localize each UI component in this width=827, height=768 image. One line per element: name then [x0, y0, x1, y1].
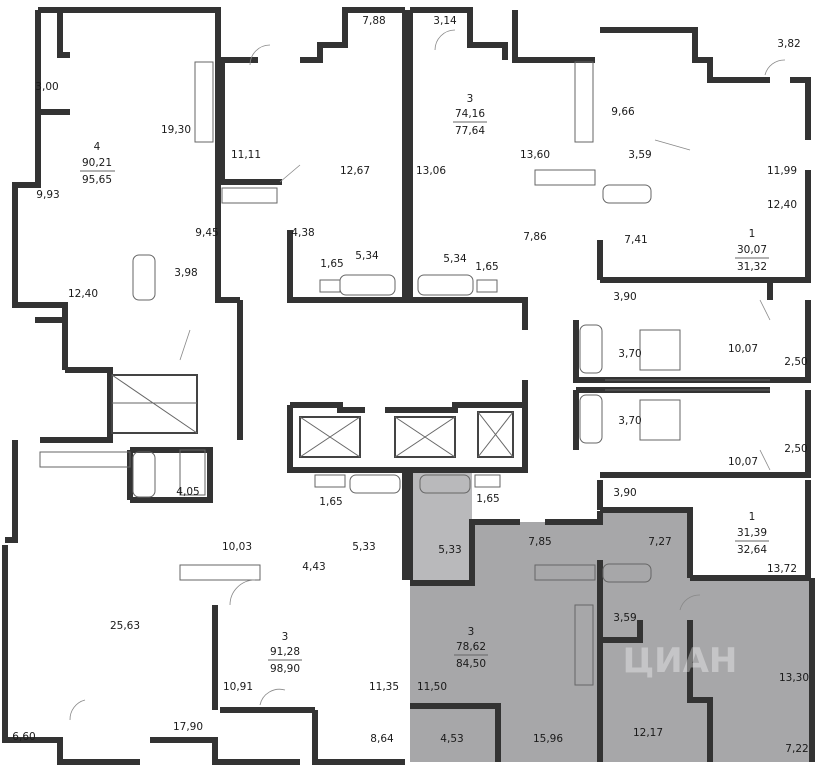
room-area: 11,35: [369, 681, 399, 693]
outer-walls: [2, 7, 815, 765]
room-area: 3,00: [35, 81, 58, 93]
room-area: 2,50: [784, 356, 807, 368]
room-area: 5,33: [438, 544, 461, 556]
room-area: 5,34: [443, 253, 467, 265]
living-area: 91,28: [270, 646, 300, 658]
room-area: 7,86: [523, 231, 547, 243]
room-area: 7,27: [648, 536, 671, 548]
room-area: 1,65: [319, 496, 342, 508]
fixtures: [39, 61, 770, 686]
living-area: 30,07: [737, 244, 767, 256]
apartment-label-1-right-upper: 1 30,07 31,32: [735, 228, 769, 273]
room-area: 2,50: [784, 443, 807, 455]
room-area: 19,30: [161, 124, 191, 136]
door-swings: [69, 29, 786, 721]
rooms-count: 4: [94, 141, 101, 153]
room-area: 10,07: [728, 343, 758, 355]
room-area: 4,38: [291, 227, 314, 239]
room-area: 13,06: [416, 165, 446, 177]
rooms-count: 3: [282, 631, 289, 643]
room-area: 1,65: [476, 493, 499, 505]
apartment-label-1-right-lower: 1 31,39 32,64: [735, 511, 769, 556]
room-area: 3,59: [628, 149, 651, 161]
room-area: 10,91: [223, 681, 253, 693]
room-area: 5,33: [352, 541, 375, 553]
apartment-label-4-top-left: 4 90,21 95,65: [80, 141, 115, 186]
room-area: 12,40: [68, 288, 98, 300]
room-area: 9,66: [611, 106, 635, 118]
room-area-labels: 7,88 3,14 3,82 3,00 19,30 11,11 12,67 13…: [12, 15, 809, 755]
room-area: 12,40: [767, 199, 797, 211]
room-area: 3,82: [777, 38, 800, 50]
room-area: 1,65: [320, 258, 343, 270]
room-area: 3,59: [613, 612, 636, 624]
room-area: 17,90: [173, 721, 203, 733]
room-area: 4,43: [302, 561, 325, 573]
apartment-label-3-highlighted: 3 78,62 84,50: [454, 626, 488, 670]
room-area: 9,45: [195, 227, 218, 239]
room-area: 9,93: [36, 189, 59, 201]
room-area: 4,53: [440, 733, 463, 745]
apartment-label-3-bottom-center: 3 91,28 98,90: [268, 631, 302, 675]
room-area: 7,22: [785, 743, 808, 755]
room-area: 13,30: [779, 672, 809, 684]
room-area: 11,99: [767, 165, 797, 177]
total-area: 95,65: [82, 174, 112, 186]
room-area: 4,05: [176, 486, 199, 498]
room-area: 7,41: [624, 234, 647, 246]
total-area: 32,64: [737, 544, 767, 556]
room-area: 6,60: [12, 731, 35, 743]
room-area: 10,07: [728, 456, 758, 468]
room-area: 11,11: [231, 149, 261, 161]
room-area: 12,67: [340, 165, 370, 177]
room-area: 8,64: [370, 733, 394, 745]
room-area: 3,70: [618, 415, 641, 427]
room-area: 3,70: [618, 348, 641, 360]
rooms-count: 3: [467, 93, 474, 105]
rooms-count: 1: [749, 228, 756, 240]
living-area: 74,16: [455, 108, 485, 120]
living-area: 90,21: [82, 157, 112, 169]
total-area: 77,64: [455, 125, 485, 137]
room-area: 15,96: [533, 733, 563, 745]
room-area: 10,03: [222, 541, 252, 553]
watermark: ЦИАН: [623, 641, 738, 681]
room-area: 7,85: [528, 536, 551, 548]
rooms-count: 1: [749, 511, 756, 523]
room-area: 3,90: [613, 487, 636, 499]
living-area: 31,39: [737, 527, 767, 539]
room-area: 25,63: [110, 620, 140, 632]
total-area: 31,32: [737, 261, 767, 273]
room-area: 7,88: [362, 15, 385, 27]
total-area: 98,90: [270, 663, 300, 675]
apartment-label-3-top-center: 3 74,16 77,64: [453, 93, 487, 137]
rooms-count: 3: [468, 626, 475, 638]
room-area: 5,34: [355, 250, 379, 262]
room-area: 1,65: [475, 261, 498, 273]
room-area: 13,60: [520, 149, 550, 161]
room-area: 3,98: [174, 267, 197, 279]
room-area: 13,72: [767, 563, 797, 575]
highlight-lower-left: [410, 706, 498, 762]
apartment-labels: 4 90,21 95,65 3 74,16 77,64 1 30,07 31,3…: [80, 93, 769, 675]
total-area: 84,50: [456, 658, 486, 670]
highlight-bath: [410, 470, 472, 583]
room-area: 12,17: [633, 727, 663, 739]
living-area: 78,62: [456, 641, 486, 653]
room-area: 11,50: [417, 681, 447, 693]
room-area: 3,90: [613, 291, 636, 303]
room-area: 3,14: [433, 15, 457, 27]
